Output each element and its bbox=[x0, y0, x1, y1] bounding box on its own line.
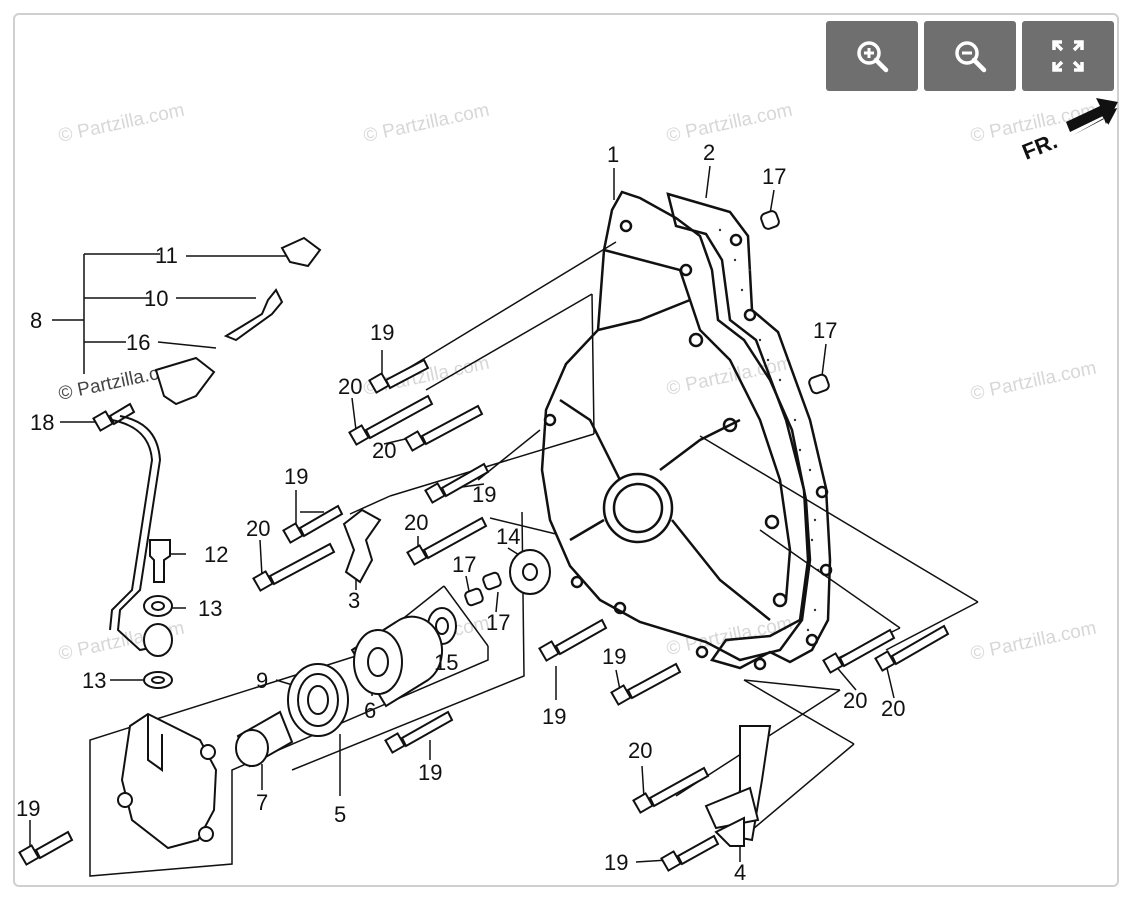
callout-label: 17 bbox=[486, 610, 510, 635]
hose-part bbox=[116, 415, 162, 652]
crankcase-cover-part bbox=[540, 190, 833, 671]
callout-label: 19 bbox=[604, 850, 628, 875]
zoom-in-icon bbox=[857, 41, 889, 73]
zoom-in-button[interactable] bbox=[826, 21, 918, 91]
callout-label: 12 bbox=[204, 542, 228, 567]
callout-label: 17 bbox=[452, 552, 476, 577]
bolt-part bbox=[404, 404, 484, 452]
callout-label: 4 bbox=[734, 860, 746, 885]
bolts bbox=[18, 358, 950, 872]
bolt-part bbox=[424, 462, 490, 504]
callout-label: 1 bbox=[607, 142, 619, 167]
bolt-part bbox=[348, 394, 434, 446]
watermark: © Partzilla.com bbox=[969, 618, 1099, 665]
bolt-part bbox=[610, 662, 682, 706]
callout-label: 19 bbox=[418, 760, 442, 785]
bolt-part bbox=[632, 766, 710, 814]
clamp-part bbox=[342, 508, 382, 584]
callout-label: 20 bbox=[246, 516, 270, 541]
bolt-part bbox=[368, 358, 430, 394]
callout-label: 13 bbox=[198, 596, 222, 621]
bolt-part bbox=[822, 628, 896, 674]
callout-label: 2 bbox=[703, 140, 715, 165]
callout-label: 9 bbox=[256, 668, 268, 693]
callout-label: 18 bbox=[30, 410, 54, 435]
zoom-out-button[interactable] bbox=[924, 21, 1016, 91]
callout-label: 5 bbox=[334, 802, 346, 827]
bolt-part bbox=[282, 504, 344, 544]
fullscreen-button[interactable] bbox=[1022, 21, 1114, 91]
watermark: © Partzilla.com bbox=[969, 358, 1099, 405]
watermark: © Partzilla.com bbox=[362, 100, 492, 147]
fullscreen-icon bbox=[1052, 40, 1084, 72]
callout-label: 20 bbox=[881, 696, 905, 721]
dowel-pin-part bbox=[808, 373, 830, 395]
callout-label: 19 bbox=[284, 464, 308, 489]
bolt-part bbox=[92, 402, 136, 432]
callout-label: 17 bbox=[813, 318, 837, 343]
callout-label: 19 bbox=[472, 482, 496, 507]
callout-label: 19 bbox=[542, 704, 566, 729]
callout-label: 3 bbox=[348, 588, 360, 613]
callout-label: 16 bbox=[126, 330, 150, 355]
callout-label: 20 bbox=[628, 738, 652, 763]
small-parts bbox=[109, 210, 830, 850]
callout-label: 7 bbox=[256, 790, 268, 815]
bolt-part bbox=[406, 516, 488, 566]
valve-part bbox=[223, 288, 284, 342]
banjo-part bbox=[143, 623, 173, 657]
callout-label: 15 bbox=[434, 650, 458, 675]
callout-label: 11 bbox=[155, 243, 178, 268]
bolt-part bbox=[384, 710, 454, 754]
callout-label: 17 bbox=[762, 164, 786, 189]
callout-label: 20 bbox=[372, 438, 396, 463]
callout-label: 20 bbox=[843, 688, 867, 713]
callout-label: 10 bbox=[144, 286, 168, 311]
callout-label: 19 bbox=[16, 796, 40, 821]
bolt-part bbox=[660, 834, 720, 872]
callout-label: 20 bbox=[338, 374, 362, 399]
watermark: © Partzilla.com bbox=[665, 100, 795, 147]
callout-label: 19 bbox=[602, 644, 626, 669]
dowel-pin-part bbox=[464, 587, 484, 607]
callout-label: 20 bbox=[404, 510, 428, 535]
zoom-out-icon bbox=[955, 41, 987, 73]
bolt-part bbox=[252, 542, 336, 592]
bolt-part bbox=[18, 830, 74, 866]
bolt-part bbox=[874, 624, 950, 672]
cap-part bbox=[280, 236, 322, 268]
callout-labels: 1 2 17 17 11 10 8 16 18 19 20 20 19 19 2… bbox=[16, 140, 905, 885]
callout-label: 13 bbox=[82, 668, 106, 693]
watermark: © Partzilla.com bbox=[57, 100, 187, 147]
dowel-pin-part bbox=[482, 571, 502, 591]
callout-label: 14 bbox=[496, 524, 520, 549]
dowel-pin-part bbox=[760, 210, 780, 230]
callout-label: 19 bbox=[370, 320, 394, 345]
gasket-part bbox=[666, 192, 832, 670]
bolt-part bbox=[149, 539, 171, 583]
callout-label: 8 bbox=[30, 308, 42, 333]
hose-fitting-part bbox=[154, 356, 216, 406]
bolt-part bbox=[538, 618, 608, 662]
callout-label: 6 bbox=[364, 698, 376, 723]
zoom-toolbar bbox=[826, 21, 1114, 91]
